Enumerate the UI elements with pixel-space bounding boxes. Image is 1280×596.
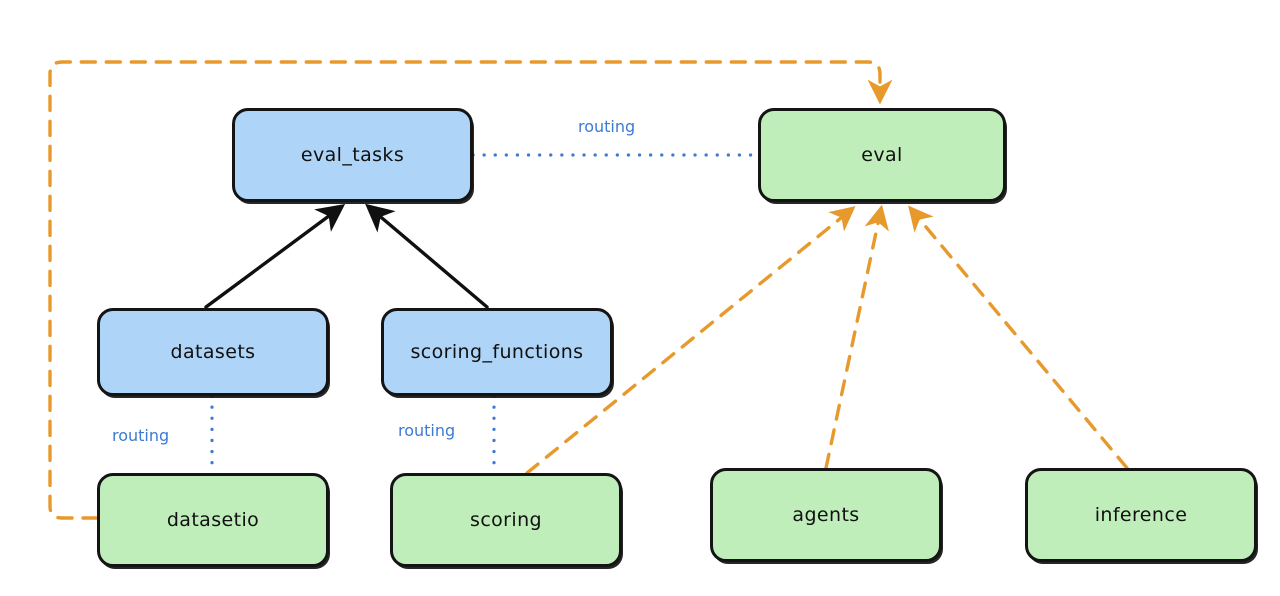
edge-scoring-functions-to-eval-tasks xyxy=(365,203,489,309)
node-inference[interactable]: inference xyxy=(1025,468,1257,562)
node-label-datasets: datasets xyxy=(170,341,256,363)
node-datasets[interactable]: datasets xyxy=(97,308,329,396)
node-label-scoring: scoring xyxy=(470,509,542,531)
node-label-datasetio: datasetio xyxy=(166,509,260,531)
node-label-agents: agents xyxy=(792,504,860,526)
edge-agents-to-eval xyxy=(824,204,889,470)
node-scoring[interactable]: scoring xyxy=(390,473,622,567)
edge-label-eval-routing: routing xyxy=(578,117,636,136)
node-agents[interactable]: agents xyxy=(710,468,942,562)
node-label-inference: inference xyxy=(1094,504,1188,526)
node-eval-tasks[interactable]: eval_tasks xyxy=(232,108,473,202)
edge-label-datasets-routing: routing xyxy=(112,426,170,445)
edge-inference-to-eval xyxy=(908,205,1129,470)
edge-label-scoring-functions-routing: routing xyxy=(398,421,456,440)
edge-datasets-to-eval-tasks xyxy=(204,203,346,309)
node-label-scoring-functions: scoring_functions xyxy=(410,341,584,363)
node-label-eval-tasks: eval_tasks xyxy=(300,144,405,166)
node-eval[interactable]: eval xyxy=(758,108,1006,202)
node-datasetio[interactable]: datasetio xyxy=(97,473,329,567)
node-label-eval: eval xyxy=(861,144,903,166)
node-scoring-functions[interactable]: scoring_functions xyxy=(381,308,613,396)
